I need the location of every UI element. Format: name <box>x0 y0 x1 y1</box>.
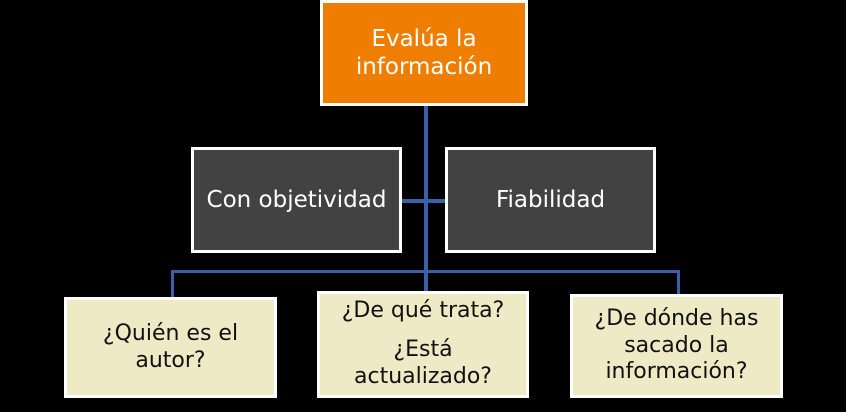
node-evalua-la-informacion[interactable]: Evalúa la información <box>320 0 528 106</box>
node-line: ¿De dónde has <box>594 305 759 331</box>
node-line: ¿Quién es el <box>102 320 239 346</box>
node-line: autor? <box>135 347 206 373</box>
connector-root-trunk <box>424 103 428 273</box>
node-line: Evalúa la <box>371 25 477 52</box>
node-line: Con objetividad <box>206 186 387 213</box>
node-line: ¿Está <box>393 337 453 363</box>
node-line: ¿De qué trata? <box>341 298 505 324</box>
connector-mid-horizontal <box>398 199 448 203</box>
connector-leaf-drop-right <box>677 270 680 294</box>
node-line: sacado la <box>624 332 729 358</box>
node-con-objetividad[interactable]: Con objetividad <box>191 147 402 253</box>
node-de-que-trata-esta-actualizado[interactable]: ¿De qué trata? ¿Está actualizado? <box>317 291 529 398</box>
connector-leaf-drop-left <box>171 270 174 298</box>
node-quien-es-el-autor[interactable]: ¿Quién es el autor? <box>64 297 277 398</box>
connector-leaf-drop-middle <box>424 270 428 292</box>
node-line: Fiabilidad <box>495 186 606 213</box>
node-de-donde-has-sacado-la-informacion[interactable]: ¿De dónde has sacado la información? <box>570 294 783 398</box>
node-line: información <box>355 54 493 80</box>
node-fiabilidad[interactable]: Fiabilidad <box>445 147 656 253</box>
node-line: actualizado? <box>354 363 492 389</box>
node-line: información? <box>605 359 748 385</box>
